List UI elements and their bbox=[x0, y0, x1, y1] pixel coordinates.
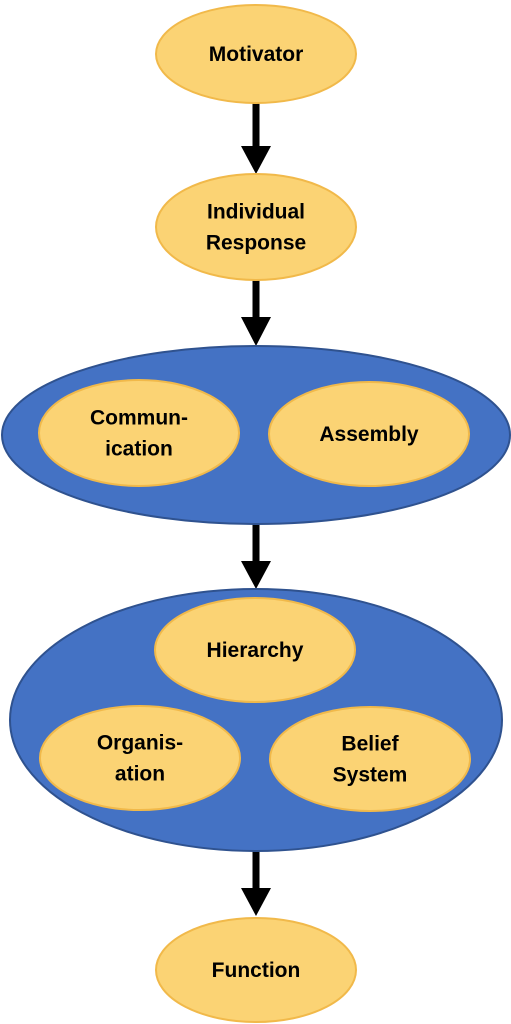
node-function-label: Function bbox=[212, 959, 301, 982]
node-label-line: Belief bbox=[341, 733, 399, 756]
node-organisation-label: Organis-ation bbox=[97, 732, 183, 786]
node-label-line: Organis- bbox=[97, 732, 183, 755]
node-function: Function bbox=[155, 917, 357, 1023]
node-label-line: Response bbox=[206, 232, 306, 255]
node-assembly: Assembly bbox=[268, 381, 470, 487]
arrow-group-one-to-group-two bbox=[241, 524, 271, 589]
arrow-individual-response-to-group-one bbox=[241, 280, 271, 346]
node-communication-label: Commun-ication bbox=[90, 407, 188, 461]
node-organisation: Organis-ation bbox=[39, 705, 241, 811]
node-hierarchy-label: Hierarchy bbox=[207, 639, 304, 662]
node-label-line: Function bbox=[212, 959, 301, 982]
arrow-group-two-to-function bbox=[241, 851, 271, 916]
node-label-line: System bbox=[333, 764, 408, 787]
node-label-line: Hierarchy bbox=[207, 639, 304, 662]
node-communication: Commun-ication bbox=[38, 379, 240, 487]
node-label-line: ication bbox=[105, 438, 173, 461]
node-label-line: Motivator bbox=[209, 43, 304, 66]
node-motivator-label: Motivator bbox=[209, 43, 304, 66]
node-motivator: Motivator bbox=[155, 4, 357, 104]
node-label-line: Individual bbox=[207, 201, 305, 224]
arrow-motivator-to-individual-response bbox=[241, 103, 271, 174]
node-label-line: Commun- bbox=[90, 407, 188, 430]
node-label-line: Assembly bbox=[319, 423, 419, 446]
node-hierarchy: Hierarchy bbox=[154, 597, 356, 703]
node-label-line: ation bbox=[115, 763, 165, 786]
node-assembly-label: Assembly bbox=[319, 423, 419, 446]
